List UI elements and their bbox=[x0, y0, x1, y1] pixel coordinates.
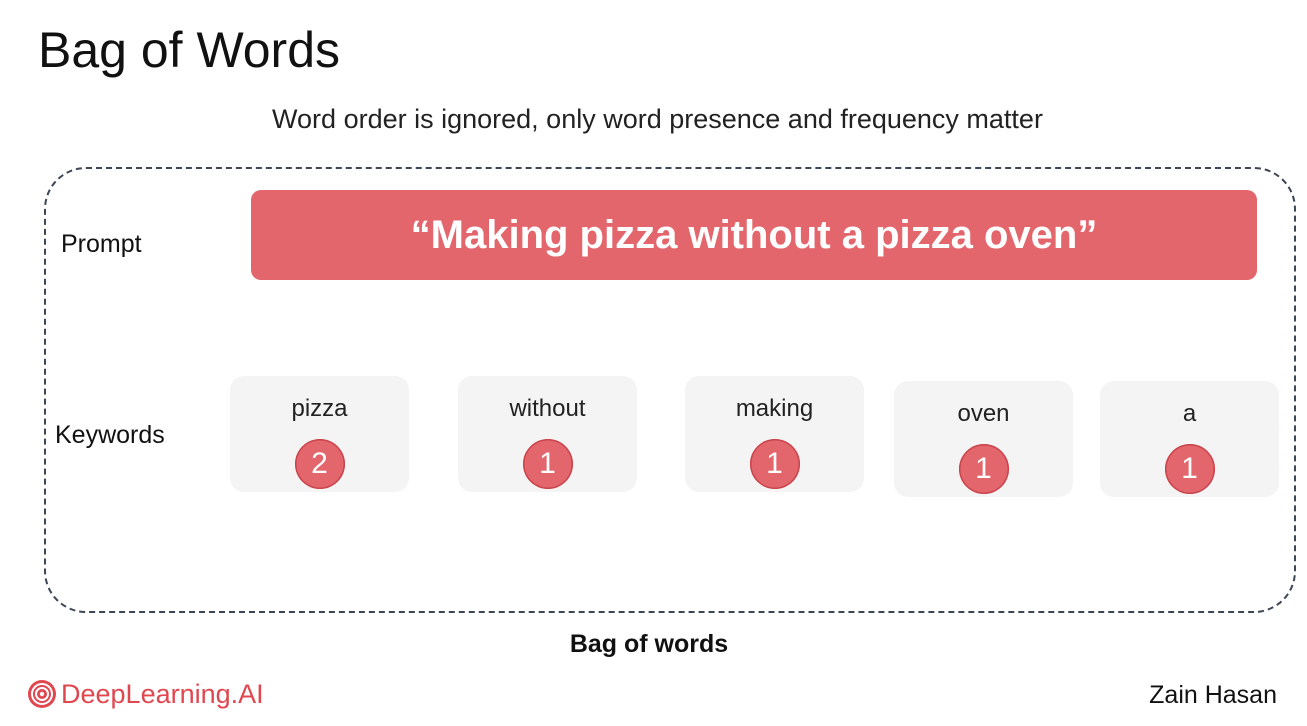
prompt-box: “Making pizza without a pizza oven” bbox=[251, 190, 1257, 280]
keyword-count-badge: 1 bbox=[522, 439, 573, 489]
keyword-count-badge: 1 bbox=[1164, 444, 1215, 494]
diagram-caption: Bag of words bbox=[569, 630, 729, 658]
keyword-word: oven bbox=[957, 400, 1010, 427]
logo-text: DeepLearning.AI bbox=[61, 678, 264, 709]
prompt-text: “Making pizza without a pizza oven” bbox=[410, 212, 1098, 257]
author-name: Zain Hasan bbox=[1149, 681, 1277, 709]
keyword-card: oven 1 bbox=[894, 381, 1073, 497]
deeplearning-ai-logo-icon bbox=[28, 680, 56, 708]
deeplearning-ai-logo: DeepLearning.AI bbox=[27, 676, 264, 712]
keyword-card: a 1 bbox=[1100, 381, 1279, 497]
prompt-label: Prompt bbox=[61, 230, 142, 258]
keyword-word: without bbox=[509, 395, 586, 422]
keyword-word: pizza bbox=[291, 395, 348, 422]
keyword-word: making bbox=[735, 395, 814, 422]
slide-subtitle: Word order is ignored, only word presenc… bbox=[272, 104, 1043, 134]
keyword-card: without 1 bbox=[458, 376, 637, 492]
keyword-count-badge: 1 bbox=[958, 444, 1009, 494]
keyword-word: a bbox=[1182, 400, 1197, 427]
keyword-card: pizza 2 bbox=[230, 376, 409, 492]
bag-of-words-frame bbox=[44, 167, 1296, 613]
keywords-label: Keywords bbox=[55, 421, 165, 449]
slide-title: Bag of Words bbox=[38, 22, 341, 78]
keyword-count-badge: 1 bbox=[749, 439, 800, 489]
keyword-card: making 1 bbox=[685, 376, 864, 492]
keyword-count-badge: 2 bbox=[294, 439, 345, 489]
